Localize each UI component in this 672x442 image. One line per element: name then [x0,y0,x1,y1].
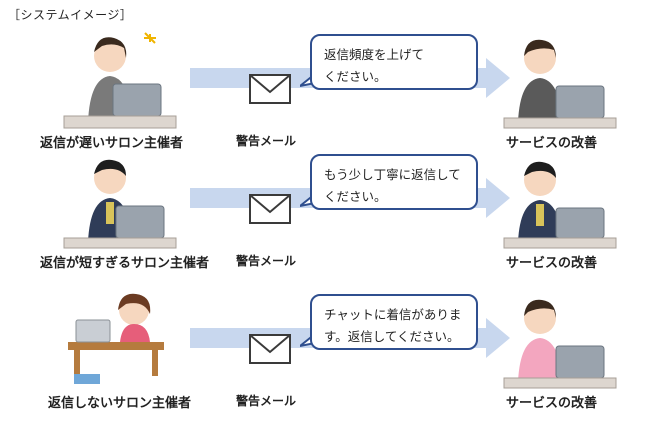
envelope-icon [249,334,291,364]
organizer-label: 返信が短すぎるサロン主催者 [40,256,210,271]
bubble-line: ください。 [324,189,387,204]
warning-mail-label: 警告メール [236,254,297,268]
flow-row-slow-reply: 返信が遅いサロン主催者 警告メール 返信頻度を上げて ください。 サービスの改善 [0,30,672,160]
organizer-label: 返信しないサロン主催者 [48,396,192,411]
service-woman-pink-laptop-illustration [503,299,617,389]
envelope-icon [249,194,291,224]
bubble-line: 返信頻度を上げて [324,47,425,62]
service-improvement-label: サービスの改善 [506,396,598,411]
flow-row-no-reply: 返信しないサロン主催者 警告メール チャットに着信がありま す。返信してください… [0,290,672,420]
organizer-girl-laptop-illustration [68,293,164,384]
warning-mail-label: 警告メール [236,394,297,408]
speech-bubble: チャットに着信がありま す。返信してください。 [310,294,478,350]
speech-bubble: 返信頻度を上げて ください。 [310,34,478,90]
bubble-line: もう少し丁寧に返信して [324,167,461,182]
speech-bubble: もう少し丁寧に返信して ください。 [310,154,478,210]
service-woman-laptop-illustration [503,39,617,129]
organizer-woman-laptop-illustration [63,32,177,129]
bubble-line: チャットに着信がありま [324,307,462,322]
service-improvement-label: サービスの改善 [506,136,598,151]
envelope-icon [249,74,291,104]
flow-row-short-reply: 返信が短すぎるサロン主催者 警告メール もう少し丁寧に返信して ください。 サー… [0,150,672,280]
bubble-line: ください。 [324,69,387,84]
service-improvement-label: サービスの改善 [506,256,598,271]
warning-mail-label: 警告メール [236,134,297,148]
service-man-laptop-illustration [503,161,617,249]
diagram-title: ［システムイメージ］ [8,8,133,22]
organizer-man-laptop-illustration [63,159,177,249]
organizer-label: 返信が遅いサロン主催者 [40,136,184,151]
bubble-line: す。返信してください。 [324,329,460,344]
